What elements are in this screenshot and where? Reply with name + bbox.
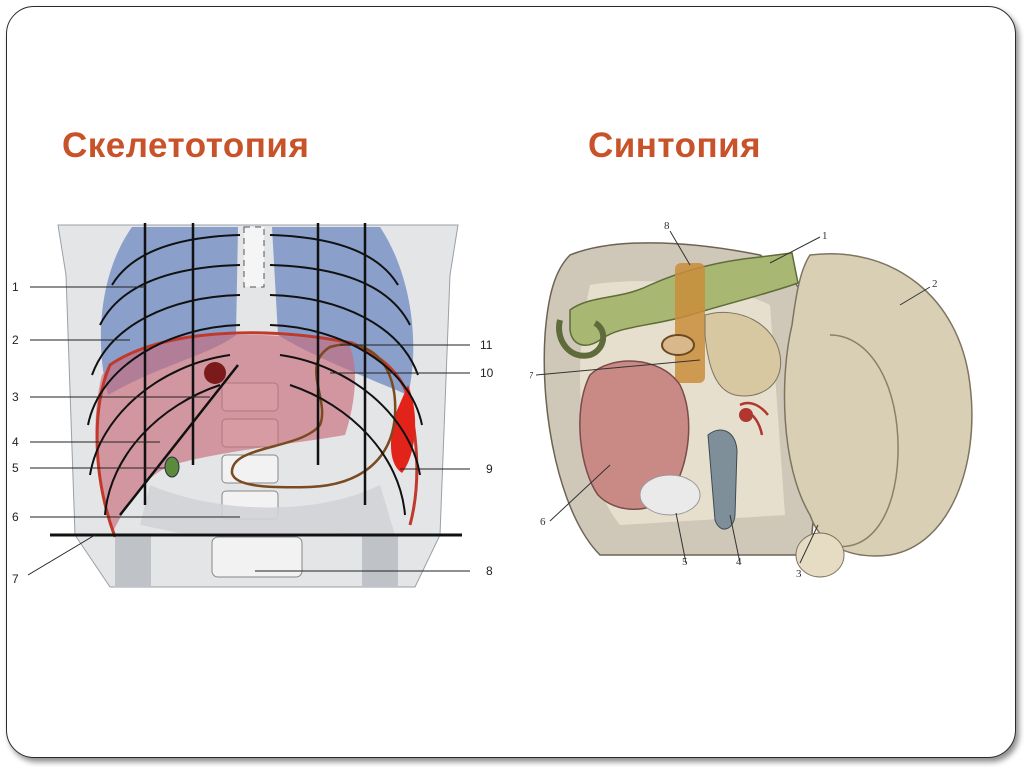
ribs — [87, 234, 423, 516]
heading-syntopy: Синтопия — [588, 126, 762, 165]
portal-point — [204, 362, 226, 384]
syn-label-5: 5 — [682, 556, 688, 568]
syn-label-2: 2 — [932, 278, 938, 290]
leader-lines — [27, 286, 470, 576]
label-5: 5 — [12, 461, 19, 475]
label-9: 9 — [486, 462, 493, 476]
syn-label-7: 7 — [530, 370, 534, 382]
costal-line — [119, 364, 239, 516]
label-2: 2 — [12, 333, 19, 347]
liver — [783, 253, 973, 557]
syntopy-diagram: 1 2 3 4 5 6 7 8 — [530, 220, 973, 580]
syn-label-4: 4 — [736, 556, 742, 568]
label-8: 8 — [486, 564, 493, 578]
projection-lines — [143, 223, 367, 505]
pelvis-right — [362, 535, 398, 587]
colon-curl — [556, 319, 607, 359]
gallbladder-bottom — [795, 532, 845, 578]
label-10: 10 — [480, 366, 494, 380]
hepatoduodenal-duct — [675, 263, 705, 383]
pelvis-left — [115, 535, 151, 587]
stomach-outline — [230, 343, 397, 489]
adrenal-gland — [639, 474, 701, 516]
duodenum — [704, 311, 782, 397]
artery-knot — [739, 408, 753, 422]
left-lung — [272, 227, 414, 395]
colon-region — [140, 485, 395, 535]
label-11: 11 — [480, 338, 493, 352]
vena-cava — [707, 429, 738, 530]
skeletotopy-diagram: 1 2 3 4 5 6 7 11 10 9 8 — [12, 223, 494, 588]
syn-label-1: 1 — [822, 230, 828, 242]
label-1: 1 — [12, 280, 19, 294]
liver-lobe-fold — [829, 334, 899, 548]
label-7: 7 — [12, 572, 19, 586]
label-4: 4 — [12, 435, 19, 449]
liver-projection — [95, 334, 356, 533]
gallbladder — [164, 456, 180, 478]
leader-lines — [535, 230, 931, 564]
label-3: 3 — [12, 390, 19, 404]
heading-skeletotopy: Скелетотопия — [62, 126, 310, 165]
syn-label-8: 8 — [664, 220, 670, 232]
vessel-ring — [661, 334, 695, 356]
liver-outline — [95, 331, 419, 538]
syn-label-3: 3 — [796, 568, 802, 580]
syn-label-6: 6 — [540, 516, 546, 528]
trachea — [243, 226, 265, 288]
label-6: 6 — [12, 510, 19, 524]
